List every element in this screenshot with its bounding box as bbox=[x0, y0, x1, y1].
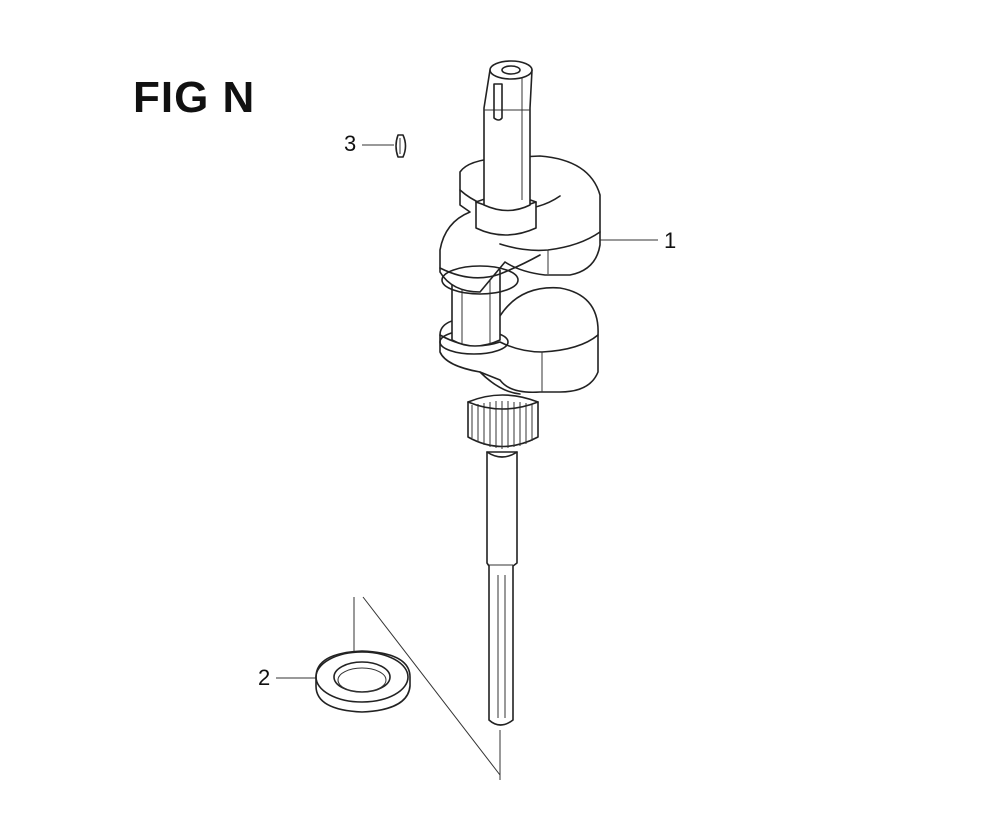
woodruff-key-part bbox=[395, 134, 407, 158]
crankshaft-part bbox=[439, 60, 601, 726]
leader-lines bbox=[276, 144, 658, 679]
callout-number-crankshaft: 1 bbox=[664, 228, 677, 253]
callout-number-oil-seal: 2 bbox=[258, 665, 271, 690]
figure-title: FIG N bbox=[133, 73, 256, 122]
oil-seal-part bbox=[315, 650, 411, 713]
callout-number-woodruff-key: 3 bbox=[344, 131, 357, 156]
guide-line-diagonal bbox=[362, 596, 501, 776]
